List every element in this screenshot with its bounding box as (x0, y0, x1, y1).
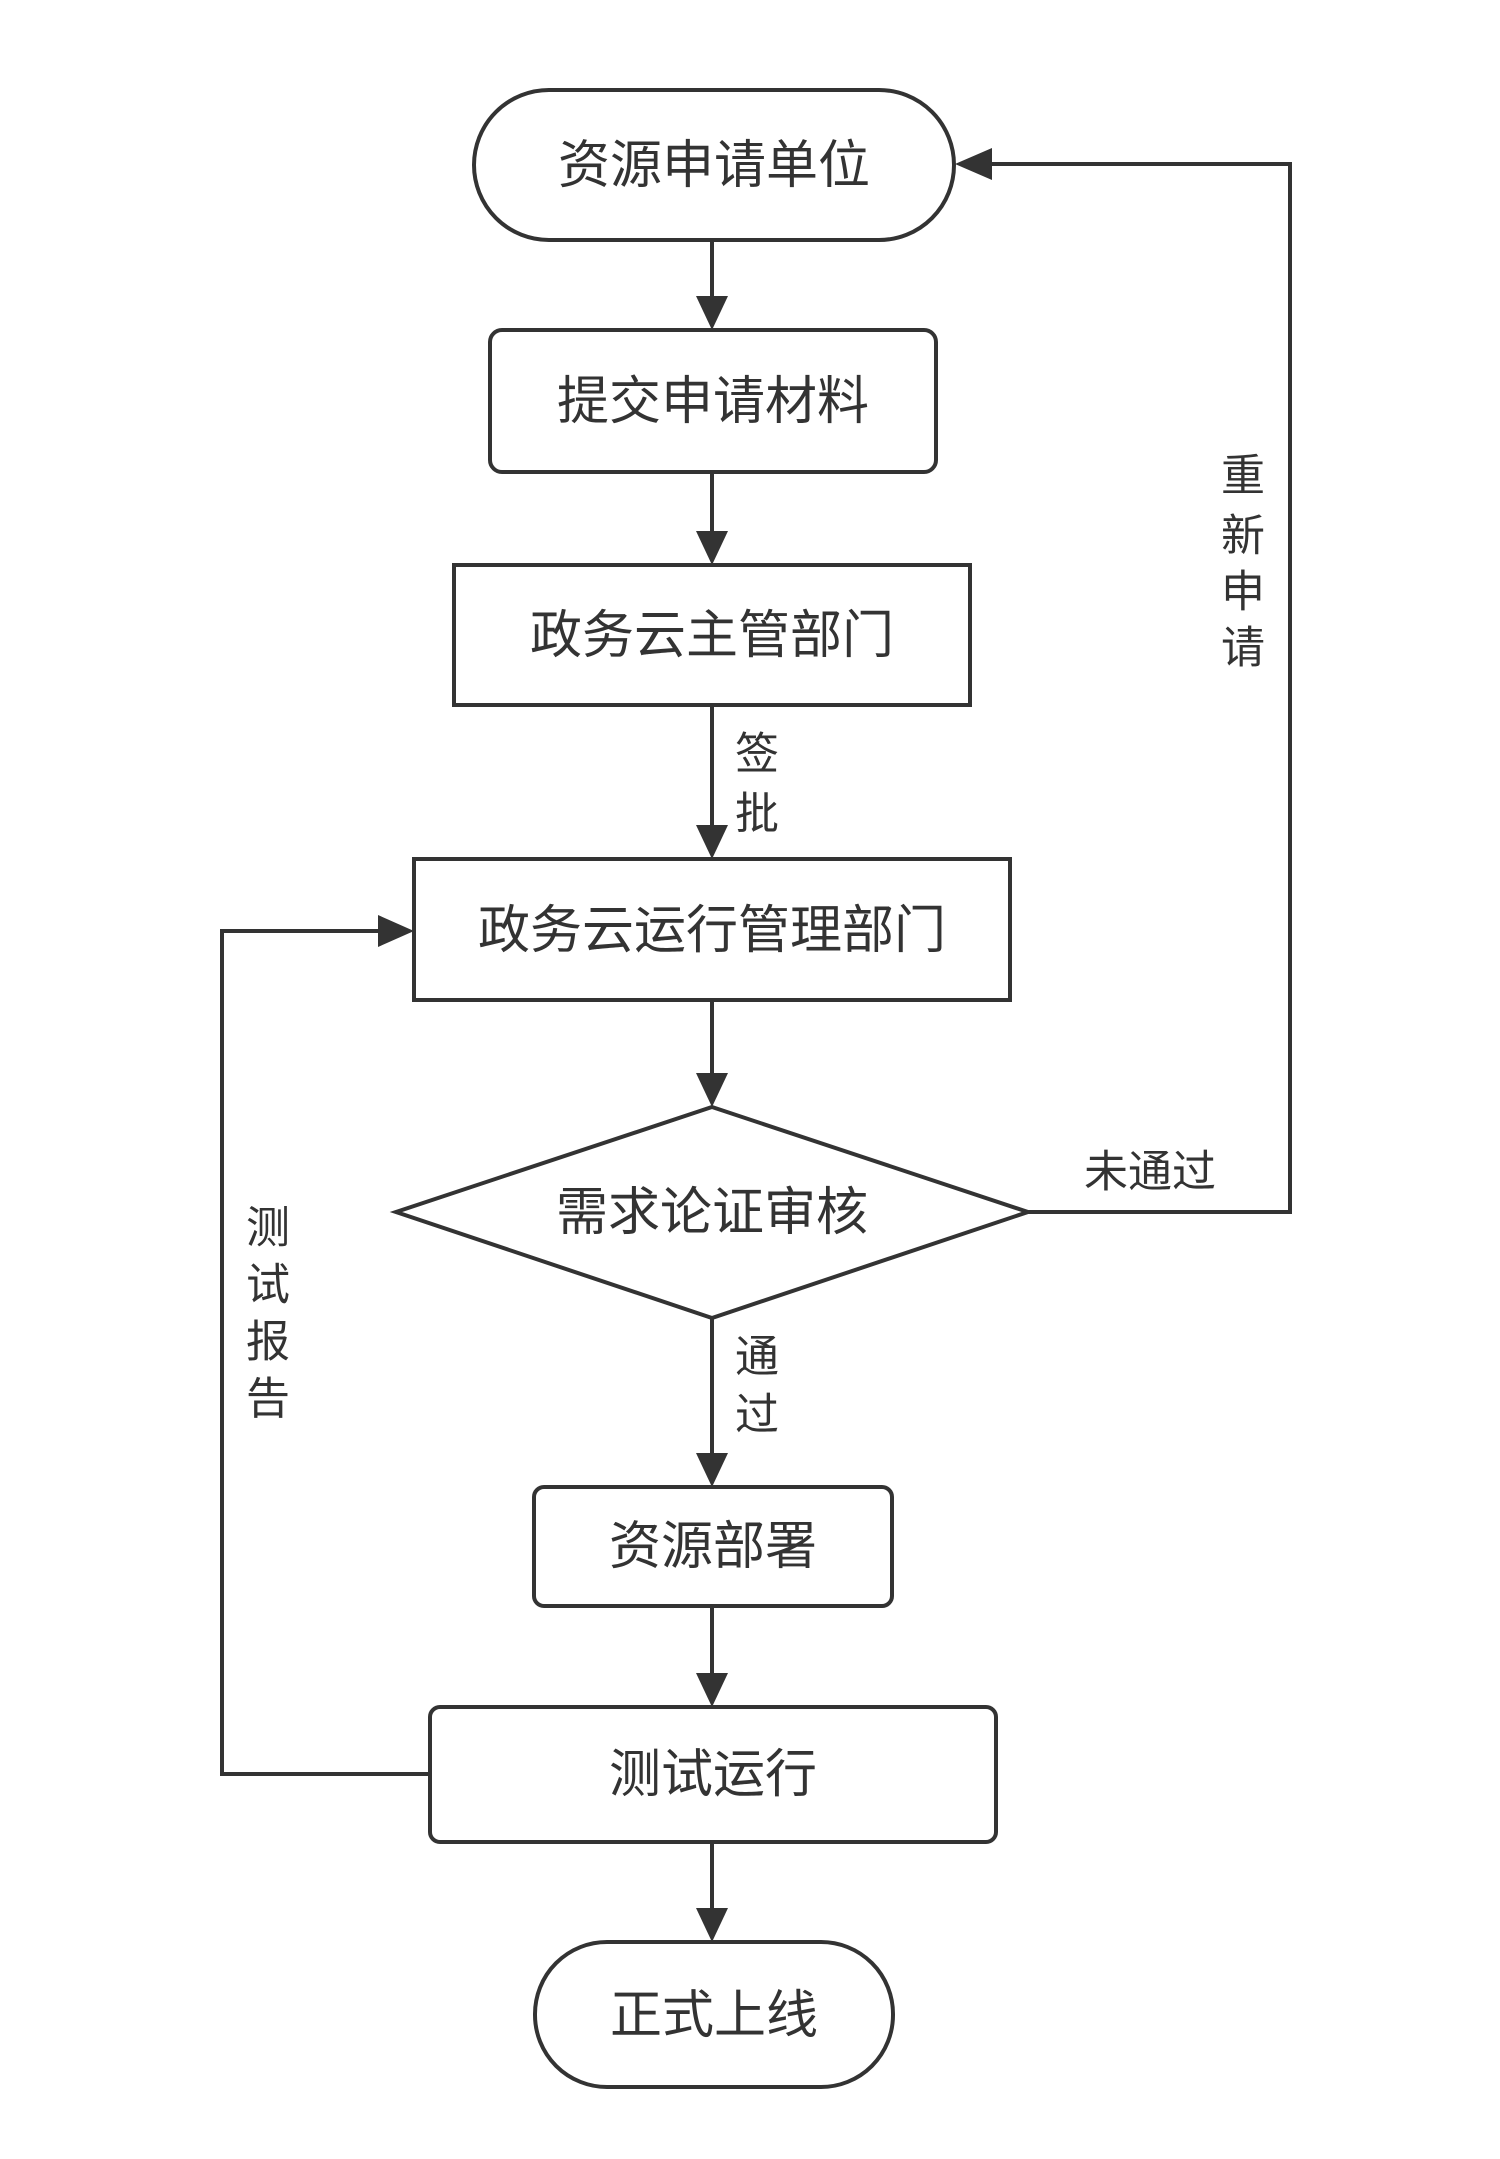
node-deploy: 资源部署 (532, 1485, 894, 1608)
process-shape (488, 328, 938, 474)
node-submit-label: 提交申请材料 (557, 372, 869, 432)
edge-label-approve: 签 批 (735, 729, 779, 840)
arrowhead-reapply (955, 148, 992, 180)
node-trial-label: 测试运行 (609, 1745, 817, 1805)
arrowhead-test-report (378, 915, 414, 947)
arrowhead-submit (696, 296, 728, 330)
node-launch-label: 正式上线 (610, 1986, 818, 2046)
edge-label-char: 过 (735, 1390, 779, 1441)
node-operator-label: 政务云运行管理部门 (478, 901, 946, 961)
node-operator: 政务云运行管理部门 (412, 857, 1012, 1002)
edge-label-char: 批 (735, 789, 779, 840)
edge-label-char: 通 (735, 1332, 779, 1383)
edge-label-char: 申 (1221, 567, 1265, 618)
node-supervisor-label: 政务云主管部门 (530, 606, 894, 666)
edge-label-char: 签 (735, 729, 779, 780)
edge-label-reapply: 重 新 申 请 (1221, 451, 1265, 674)
terminal-shape (472, 88, 956, 242)
arrowhead-operator (696, 825, 728, 859)
edge-label-pass: 通 过 (735, 1332, 779, 1441)
node-supervisor: 政务云主管部门 (452, 563, 972, 707)
node-submit: 提交申请材料 (488, 328, 938, 474)
decision-shape (389, 1104, 1035, 1321)
edge-reapply-loop (990, 162, 1292, 1214)
edge-test-report-loop (220, 929, 430, 1776)
edge-label-char: 测 (246, 1203, 290, 1254)
edge-label-char: 报 (246, 1317, 290, 1368)
node-review: 需求论证审核 (389, 1104, 1035, 1321)
node-deploy-label: 资源部署 (609, 1517, 817, 1577)
edge-label-char: 请 (1221, 623, 1265, 674)
process-shape (428, 1705, 998, 1844)
edge-label-char: 告 (246, 1374, 290, 1425)
process-shape (532, 1485, 894, 1608)
edge-label-char: 试 (246, 1260, 290, 1311)
process-shape (452, 563, 972, 707)
node-trial: 测试运行 (428, 1705, 998, 1844)
edge-label-fail: 未通过 (1084, 1147, 1216, 1198)
process-shape (412, 857, 1012, 1002)
arrowhead-supervisor (696, 531, 728, 565)
edge-label-char: 重 (1221, 451, 1265, 502)
edge-label-test-report: 测 试 报 告 (246, 1203, 290, 1425)
node-launch: 正式上线 (533, 1940, 895, 2089)
arrowhead-launch (696, 1908, 728, 1942)
node-applicant: 资源申请单位 (472, 88, 956, 242)
node-review-label: 需求论证审核 (556, 1183, 868, 1243)
arrowhead-trial (696, 1673, 728, 1707)
node-applicant-label: 资源申请单位 (558, 136, 870, 196)
arrowhead-review (696, 1073, 728, 1107)
terminal-shape (533, 1940, 895, 2089)
edge-label-char: 新 (1221, 511, 1265, 562)
arrowhead-deploy (696, 1453, 728, 1487)
